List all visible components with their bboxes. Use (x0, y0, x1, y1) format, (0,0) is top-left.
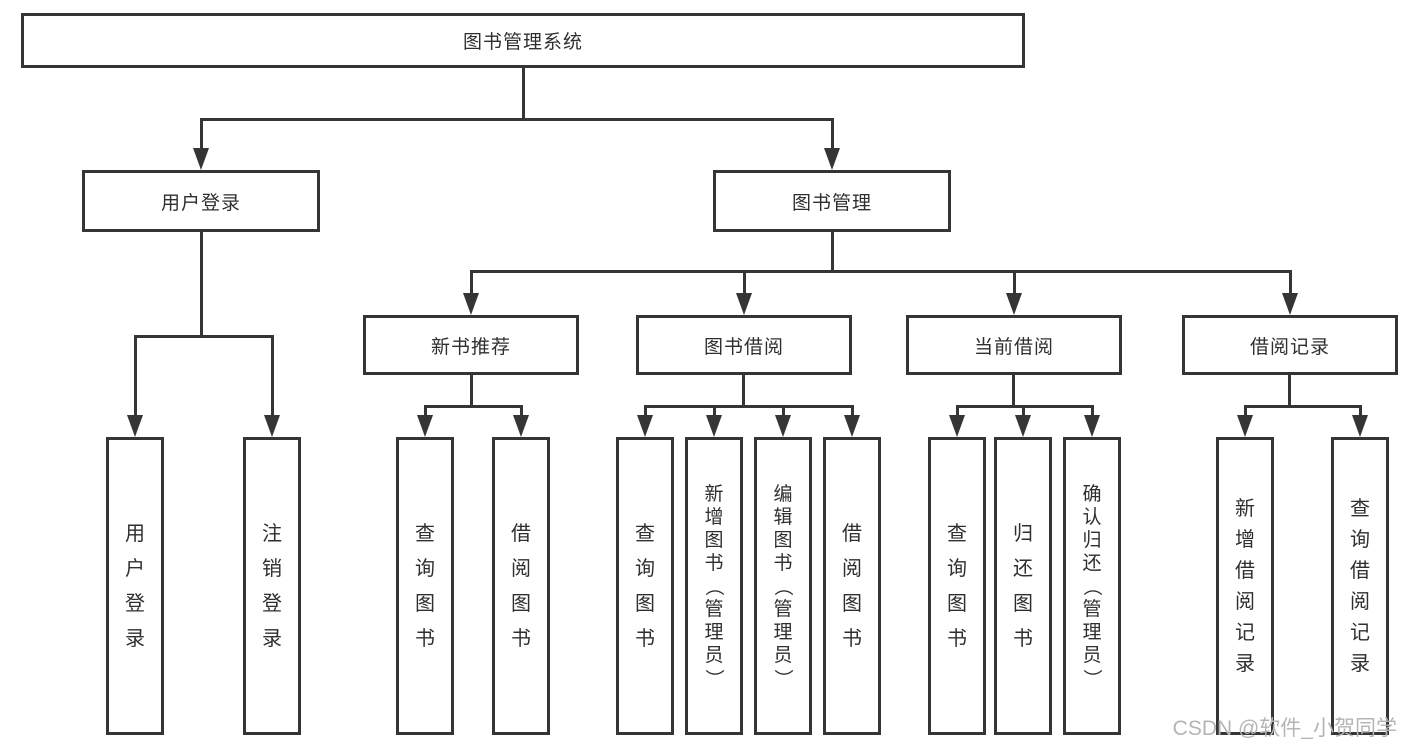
connector-cb-query-stem (956, 405, 959, 417)
node-book-mgmt-box: 图书管理 (713, 170, 951, 232)
connector-user-login-stem (200, 118, 203, 151)
arrowhead-current-borrow (1006, 293, 1022, 315)
connector-br-add-stem (1244, 405, 1247, 417)
arrowhead-rec-borrow (513, 415, 529, 437)
leaf-rec-query-books-label: 查询图书 (415, 522, 435, 650)
leaf-logout-login-box: 注销登录 (243, 437, 301, 735)
connector-rec-query-stem (424, 405, 427, 417)
arrowhead-cb-confirm (1084, 415, 1100, 437)
node-borrow-records-label: 借阅记录 (1249, 336, 1330, 358)
leaf-bb-add-books-label: 新增图书（管理员） (703, 483, 725, 688)
node-book-borrow-label: 图书借阅 (703, 336, 784, 358)
node-current-borrow-label: 当前借阅 (973, 336, 1054, 358)
connector-bb-down (742, 375, 745, 407)
connector-br-down (1288, 375, 1291, 407)
leaf-bb-borrow-books-label: 借阅图书 (842, 522, 862, 650)
leaf-bb-borrow-books-box: 借阅图书 (823, 437, 881, 735)
arrowhead-bb-query (637, 415, 653, 437)
arrowhead-bb-add (706, 415, 722, 437)
leaf-br-query-record-label: 查询借阅记录 (1350, 497, 1370, 675)
node-borrow-records-box: 借阅记录 (1182, 315, 1398, 375)
arrowhead-bb-borrow (844, 415, 860, 437)
arrowhead-user-login (193, 148, 209, 170)
node-book-mgmt-label: 图书管理 (791, 192, 872, 214)
connector-level2-horizontal (200, 118, 833, 121)
csdn-watermark: CSDN @软件_小贺同学 (1172, 717, 1397, 740)
leaf-user-login-box: 用户登录 (106, 437, 164, 735)
connector-br-query-stem (1359, 405, 1362, 417)
connector-rec-horizontal (424, 405, 522, 408)
leaf-br-add-record-box: 新增借阅记录 (1216, 437, 1274, 735)
leaf-cb-query-books-box: 查询图书 (928, 437, 986, 735)
connector-cb-confirm-stem (1091, 405, 1094, 417)
leaf-bb-edit-books-label: 编辑图书（管理员） (772, 483, 794, 688)
node-book-borrow-box: 图书借阅 (636, 315, 852, 375)
connector-new-book-rec-stem (470, 270, 473, 296)
leaf-rec-borrow-books-box: 借阅图书 (492, 437, 550, 735)
connector-cb-return-stem (1022, 405, 1025, 417)
arrowhead-new-book-rec (463, 293, 479, 315)
leaf-bb-add-books-box: 新增图书（管理员） (685, 437, 743, 735)
arrowhead-cb-query (949, 415, 965, 437)
connector-borrow-records-stem (1289, 270, 1292, 296)
arrowhead-bb-edit (775, 415, 791, 437)
connector-user-login-horizontal (134, 335, 274, 338)
arrowhead-br-add (1237, 415, 1253, 437)
arrowhead-book-mgmt (824, 148, 840, 170)
arrowhead-leaf-user-login (127, 415, 143, 437)
connector-current-borrow-stem (1013, 270, 1016, 296)
leaf-bb-query-books-label: 查询图书 (635, 522, 655, 650)
leaf-br-query-record-box: 查询借阅记录 (1331, 437, 1389, 735)
connector-level3-horizontal (471, 270, 1290, 273)
connector-root-stem (522, 68, 525, 120)
connector-bb-query-stem (644, 405, 647, 417)
arrowhead-br-query (1352, 415, 1368, 437)
arrowhead-cb-return (1015, 415, 1031, 437)
connector-bb-borrow-stem (851, 405, 854, 417)
node-root-label: 图书管理系统 (462, 32, 583, 53)
leaf-br-add-record-label: 新增借阅记录 (1235, 497, 1255, 675)
leaf-cb-query-books-label: 查询图书 (947, 522, 967, 650)
connector-book-borrow-stem (743, 270, 746, 296)
node-new-book-rec-box: 新书推荐 (363, 315, 579, 375)
connector-leaf-user-login-stem (134, 335, 137, 417)
connector-rec-down (470, 375, 473, 407)
connector-user-login-down (200, 232, 203, 338)
arrowhead-rec-query (417, 415, 433, 437)
leaf-cb-return-books-box: 归还图书 (994, 437, 1052, 735)
connector-br-horizontal (1244, 405, 1361, 408)
leaf-cb-return-books-label: 归还图书 (1013, 522, 1033, 650)
leaf-cb-confirm-return-label: 确认归还（管理员） (1081, 483, 1103, 688)
node-current-borrow-box: 当前借阅 (906, 315, 1122, 375)
connector-book-mgmt-down (831, 232, 834, 273)
node-root-box: 图书管理系统 (21, 13, 1025, 68)
leaf-rec-query-books-box: 查询图书 (396, 437, 454, 735)
node-user-login-label: 用户登录 (160, 192, 241, 214)
node-user-login-box: 用户登录 (82, 170, 320, 232)
node-new-book-rec-label: 新书推荐 (430, 336, 511, 358)
leaf-bb-edit-books-box: 编辑图书（管理员） (754, 437, 812, 735)
leaf-rec-borrow-books-label: 借阅图书 (511, 522, 531, 650)
arrowhead-leaf-logout (264, 415, 280, 437)
connector-book-mgmt-stem (831, 118, 834, 151)
connector-bb-edit-stem (782, 405, 785, 417)
leaf-cb-confirm-return-box: 确认归还（管理员） (1063, 437, 1121, 735)
arrowhead-book-borrow (736, 293, 752, 315)
connector-bb-horizontal (644, 405, 854, 408)
connector-leaf-logout-stem (271, 335, 274, 417)
connector-rec-borrow-stem (520, 405, 523, 417)
leaf-bb-query-books-box: 查询图书 (616, 437, 674, 735)
leaf-user-login-label: 用户登录 (125, 522, 145, 650)
connector-bb-add-stem (713, 405, 716, 417)
leaf-logout-login-label: 注销登录 (262, 522, 282, 650)
connector-cb-down (1012, 375, 1015, 407)
arrowhead-borrow-records (1282, 293, 1298, 315)
